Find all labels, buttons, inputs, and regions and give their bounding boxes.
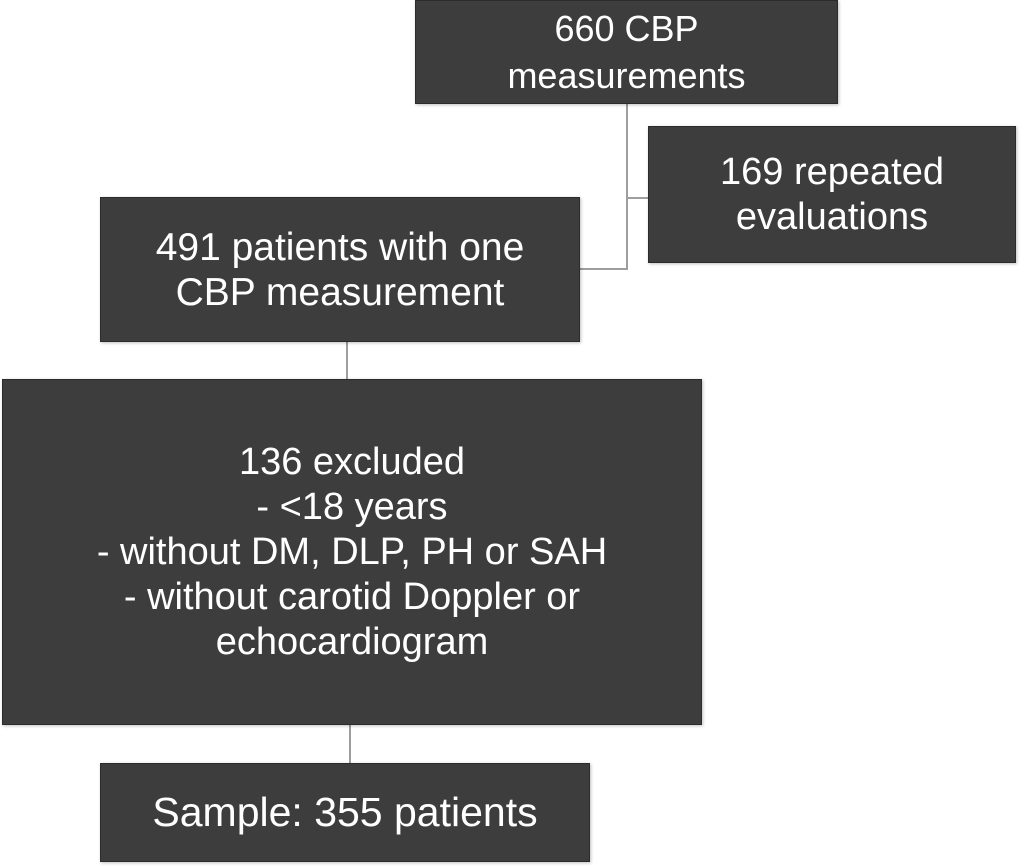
node-136-excluded: 136 excluded - <18 years - without DM, D… — [2, 379, 702, 725]
connector-vertical-660-branch — [626, 104, 628, 270]
node-169-repeated-evaluations: 169 repeated evaluations — [648, 126, 1016, 263]
connector-491-to-excluded — [346, 342, 348, 379]
connector-stub-to-491-patients — [580, 268, 627, 270]
node-491-patients-one-measurement: 491 patients with one CBP measurement — [100, 197, 580, 342]
connector-excluded-to-sample — [349, 725, 351, 763]
node-660-cbp-measurements: 660 CBP measurements — [415, 0, 838, 104]
node-sample-355-patients: Sample: 355 patients — [100, 763, 590, 862]
connector-stub-to-repeated-evaluations — [627, 197, 648, 199]
